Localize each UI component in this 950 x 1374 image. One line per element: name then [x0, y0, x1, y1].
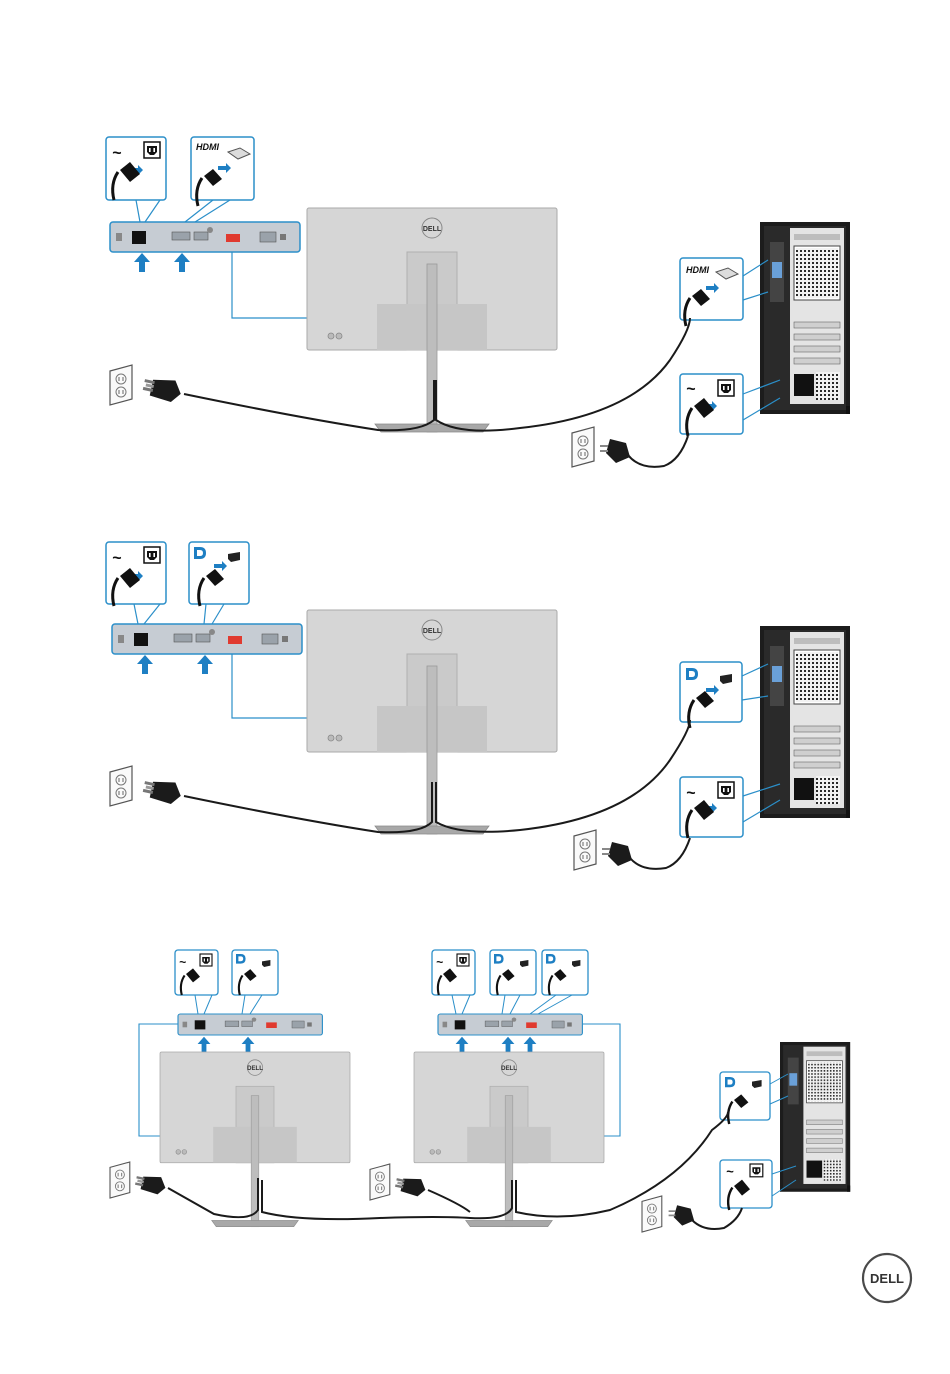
power-symbol-2: ~ — [112, 550, 122, 567]
monitor-rear-3b: DELL — [414, 1052, 604, 1227]
diagram-hdmi: ~ HDMI DELL HDMI — [106, 137, 850, 467]
monitor-logo-3b: DELL — [501, 1065, 517, 1072]
monitor-port-panel-2 — [112, 624, 302, 654]
power-symbol: ~ — [112, 145, 122, 162]
monitor-port-panel-3b — [438, 1014, 582, 1035]
power-plug-pc-2 — [602, 842, 632, 866]
pc-power-symbol-2: ~ — [686, 785, 696, 802]
monitor-port-panel-3a — [178, 1014, 322, 1035]
wall-outlet-monitor — [110, 365, 132, 405]
wall-outlet-3a — [110, 1162, 130, 1198]
wall-outlet-pc-3 — [642, 1196, 662, 1232]
dell-logo: DELL — [863, 1254, 911, 1302]
wall-outlet-pc-2 — [574, 830, 596, 870]
monitor-logo-3a: DELL — [247, 1065, 263, 1072]
pc-power-symbol-3: ~ — [726, 1164, 734, 1179]
power-plug-monitor — [142, 374, 184, 403]
dell-logo-text: DELL — [870, 1271, 904, 1286]
monitor-rear: DELL — [307, 208, 557, 432]
power-plug-3b — [394, 1174, 427, 1198]
wall-outlet-pc — [572, 427, 594, 467]
arrow-power-port — [134, 253, 150, 272]
desktop-pc-3 — [780, 1042, 850, 1192]
pc-hdmi-label: HDMI — [686, 265, 709, 275]
arrow-video-port — [174, 253, 190, 272]
diagram-daisy-chain: ~ ~ — [110, 950, 850, 1232]
monitor-logo-2: DELL — [423, 628, 442, 635]
pc-power-symbol: ~ — [686, 381, 696, 398]
desktop-pc-2 — [760, 626, 850, 818]
hdmi-label: HDMI — [196, 142, 219, 152]
power-plug-3a — [134, 1172, 167, 1196]
diagram-displayport: ~ DELL ~ — [106, 542, 850, 870]
monitor-logo: DELL — [423, 226, 442, 233]
power-symbol-3b: ~ — [436, 955, 443, 969]
power-plug-monitor-2 — [142, 776, 184, 805]
monitor-port-panel — [110, 222, 300, 252]
power-symbol-3a: ~ — [179, 955, 186, 969]
desktop-pc — [760, 222, 850, 414]
power-plug-pc-3 — [669, 1205, 695, 1225]
power-plug-pc — [600, 439, 630, 463]
wall-outlet-monitor-2 — [110, 766, 132, 806]
wall-outlet-3b — [370, 1164, 390, 1200]
